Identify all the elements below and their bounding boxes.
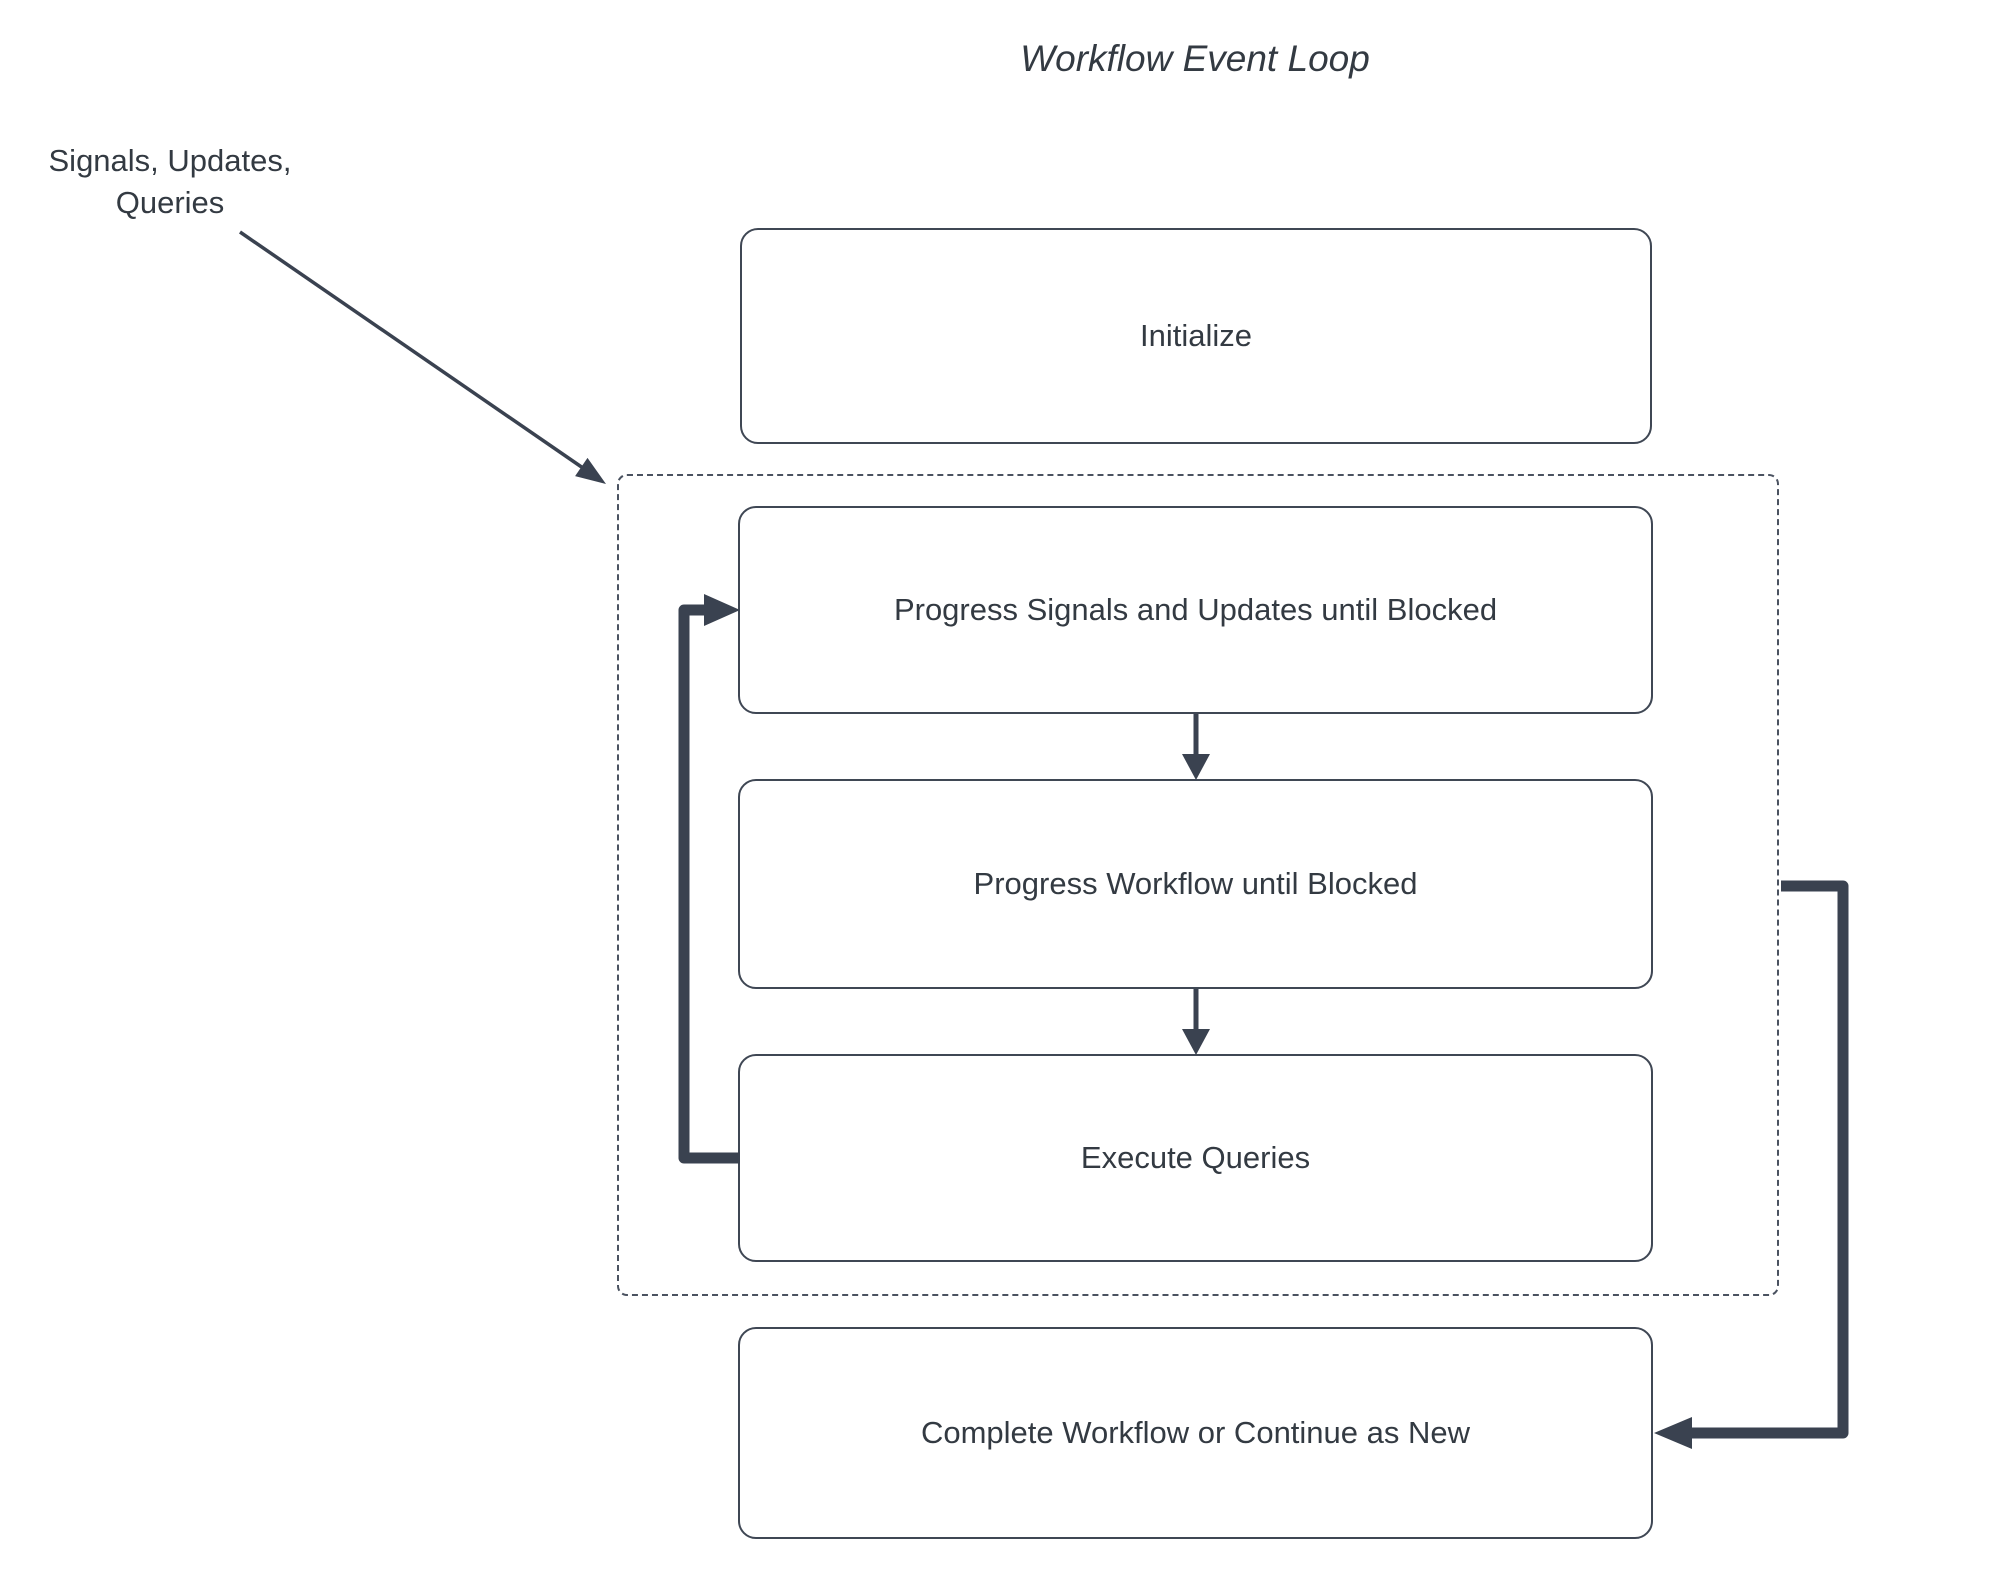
node-execute-queries: Execute Queries — [738, 1054, 1653, 1262]
node-progress-workflow-label: Progress Workflow until Blocked — [973, 866, 1418, 901]
node-execute-queries-label: Execute Queries — [1080, 1140, 1311, 1175]
arrow-signals-to-loop — [239, 230, 606, 484]
node-progress-signals-label: Progress Signals and Updates until Block… — [893, 592, 1498, 627]
node-progress-signals-and-updates: Progress Signals and Updates until Block… — [738, 506, 1653, 714]
node-initialize-label: Initialize — [1140, 318, 1252, 353]
node-initialize: Initialize — [740, 228, 1652, 444]
node-progress-workflow: Progress Workflow until Blocked — [738, 779, 1653, 989]
diagram-title: Workflow Event Loop — [1020, 38, 1370, 79]
signals-updates-queries-annotation: Signals, Updates, Queries — [48, 143, 292, 220]
node-complete-workflow: Complete Workflow or Continue as New — [738, 1327, 1653, 1539]
node-complete-workflow-label: Complete Workflow or Continue as New — [920, 1415, 1471, 1450]
